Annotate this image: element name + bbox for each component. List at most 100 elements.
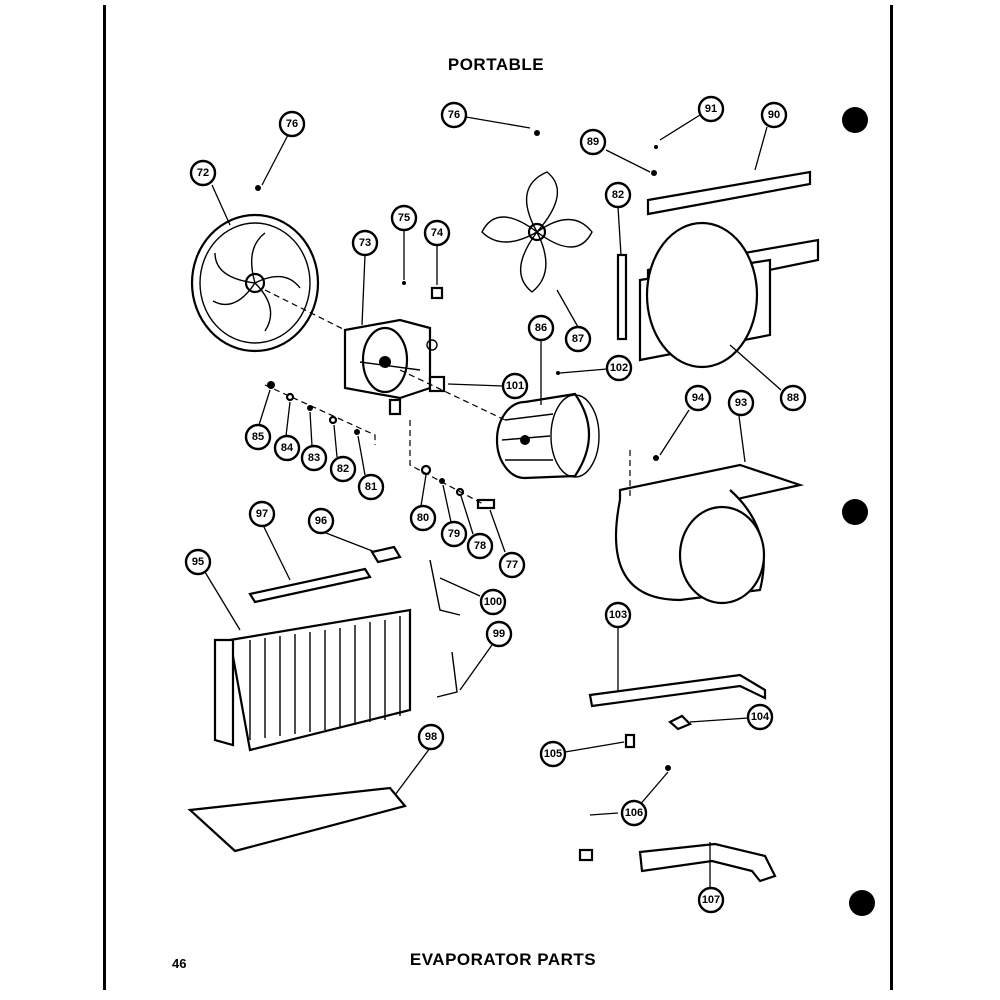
callout-76-left: 76 — [278, 110, 306, 138]
callout-82-upper: 82 — [604, 181, 632, 209]
callout-94: 94 — [684, 384, 712, 412]
svg-text:97: 97 — [256, 508, 268, 520]
support-rod — [616, 253, 628, 341]
callout-96: 96 — [307, 507, 335, 535]
svg-text:86: 86 — [535, 322, 547, 334]
callout-73: 73 — [351, 229, 379, 257]
callout-98: 98 — [417, 723, 445, 751]
binder-hole-bottom — [849, 890, 875, 916]
callout-74: 74 — [423, 219, 451, 247]
foam-block — [370, 545, 402, 564]
svg-text:93: 93 — [735, 397, 747, 409]
orifice-housing — [638, 170, 820, 369]
svg-text:99: 99 — [493, 628, 505, 640]
power-cord — [638, 842, 777, 883]
capillary-tube — [588, 673, 767, 708]
svg-text:90: 90 — [768, 109, 780, 121]
callout-95: 95 — [184, 548, 212, 576]
svg-text:84: 84 — [281, 442, 294, 454]
callout-79: 79 — [440, 520, 468, 548]
svg-text:89: 89 — [587, 136, 599, 148]
gasket-strip — [248, 567, 372, 604]
assembly-lines — [264, 289, 631, 506]
fan-motor — [343, 318, 438, 416]
callout-99: 99 — [485, 620, 513, 648]
callout-76-center: 76 — [440, 101, 468, 129]
svg-text:98: 98 — [425, 731, 437, 743]
svg-text:79: 79 — [448, 528, 460, 540]
svg-text:75: 75 — [398, 212, 410, 224]
drain-pan — [187, 786, 407, 853]
svg-text:85: 85 — [252, 431, 264, 443]
callout-102: 102 — [605, 354, 633, 382]
callout-78: 78 — [466, 532, 494, 560]
leader-lines — [204, 114, 782, 887]
callout-86: 86 — [527, 314, 555, 342]
page-title: PORTABLE — [448, 55, 544, 74]
callout-101: 101 — [501, 372, 529, 400]
svg-text:100: 100 — [484, 596, 502, 608]
connector — [578, 848, 594, 862]
callout-89: 89 — [579, 128, 607, 156]
evaporator-coil — [213, 608, 412, 752]
svg-text:106: 106 — [625, 807, 643, 819]
callout-88: 88 — [779, 384, 807, 412]
callout-104: 104 — [746, 703, 774, 731]
drain-tube-upper — [429, 559, 461, 616]
fan-shroud-wheel — [190, 213, 320, 353]
callout-107: 107 — [697, 886, 725, 914]
callout-85: 85 — [244, 423, 272, 451]
page-caption: EVAPORATOR PARTS — [410, 950, 596, 969]
callout-93: 93 — [727, 389, 755, 417]
svg-text:77: 77 — [506, 559, 518, 571]
callout-84-left: 84 — [273, 434, 301, 462]
svg-text:80: 80 — [417, 512, 429, 524]
svg-text:73: 73 — [359, 237, 371, 249]
callout-72: 72 — [189, 159, 217, 187]
svg-text:101: 101 — [506, 380, 524, 392]
svg-text:83: 83 — [308, 452, 320, 464]
svg-text:102: 102 — [610, 362, 628, 374]
svg-text:103: 103 — [609, 609, 627, 621]
fan-blade-small — [481, 130, 593, 293]
svg-text:107: 107 — [702, 894, 720, 906]
blower-scroll — [614, 463, 805, 605]
callout-105: 105 — [539, 740, 567, 768]
callout-106: 106 — [620, 799, 648, 827]
svg-text:82: 82 — [612, 189, 624, 201]
blower-wheel — [495, 392, 600, 480]
callout-97: 97 — [248, 500, 276, 528]
callout-80: 80 — [409, 504, 437, 532]
svg-text:91: 91 — [705, 103, 717, 115]
svg-text:87: 87 — [572, 333, 584, 345]
svg-text:104: 104 — [751, 711, 770, 723]
binder-hole-middle — [842, 499, 868, 525]
callout-90: 90 — [760, 101, 788, 129]
callout-103: 103 — [604, 601, 632, 629]
page-number: 46 — [172, 956, 186, 971]
callout-83: 83 — [300, 444, 328, 472]
tube-clip — [668, 714, 692, 731]
svg-text:95: 95 — [192, 556, 204, 568]
svg-text:82: 82 — [337, 463, 349, 475]
mounting-bracket — [428, 375, 446, 393]
svg-text:76: 76 — [286, 118, 298, 130]
svg-text:94: 94 — [692, 392, 705, 404]
svg-text:76: 76 — [448, 109, 460, 121]
clamp — [624, 733, 636, 749]
svg-text:81: 81 — [365, 481, 377, 493]
callout-77: 77 — [498, 551, 526, 579]
callout-81: 81 — [357, 473, 385, 501]
screw-a — [665, 765, 671, 771]
callout-91: 91 — [697, 95, 725, 123]
callout-87: 87 — [564, 325, 592, 353]
callout-75: 75 — [390, 204, 418, 232]
svg-text:74: 74 — [431, 227, 444, 239]
callout-100: 100 — [479, 588, 507, 616]
svg-text:96: 96 — [315, 515, 327, 527]
svg-text:88: 88 — [787, 392, 799, 404]
binder-hole-top — [842, 107, 868, 133]
drain-tube-lower — [436, 651, 458, 698]
svg-text:78: 78 — [474, 540, 486, 552]
